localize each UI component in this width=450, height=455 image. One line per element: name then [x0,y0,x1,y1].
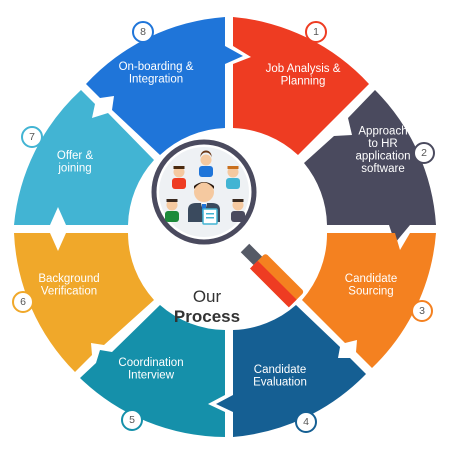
segment-candidate-sourcing [302,233,436,368]
segment-approach-hr-software [304,90,436,243]
step-label-8: On-boarding &Integration [119,61,194,86]
step-badge-5: 5 [121,409,143,431]
step-badge-circle [121,409,143,431]
step-badge-2: 2 [413,142,435,164]
step-label-7-line: Offer & [57,150,94,162]
segment-background-verification [14,233,154,372]
step-badge-number: 8 [140,26,146,38]
step-label-1-line: Job Analysis & [266,63,341,75]
step-label-1: Job Analysis &Planning [266,63,341,88]
step-label-1-line: Planning [281,75,326,87]
segment-onboarding-integration [86,17,243,155]
step-badge-circle [132,21,154,43]
step-badge-number: 5 [129,414,135,426]
step-badge-number: 3 [419,305,425,317]
step-badge-number: 2 [421,147,427,159]
step-label-7-line: joining [57,162,91,174]
step-label-6-line: Background [38,273,99,285]
step-badge-7: 7 [21,126,43,148]
step-badge-circle [21,126,43,148]
step-badge-circle [12,291,34,313]
step-label-5-line: Coordination [118,357,183,369]
step-label-7: Offer &joining [57,150,94,175]
step-label-3-line: Sourcing [348,285,393,297]
step-badge-6: 6 [12,291,34,313]
step-badge-circle [295,411,317,433]
step-badge-number: 4 [303,416,309,428]
step-badge-number: 1 [313,26,319,38]
step-badge-1: 1 [305,21,327,43]
step-label-3-line: Candidate [345,273,397,285]
segments-group [14,17,436,437]
step-badge-4: 4 [295,411,317,433]
step-badge-number: 7 [29,131,35,143]
step-label-2-line: to HR [368,138,397,150]
step-label-8-line: On-boarding & [119,61,194,73]
step-label-5-line: Interview [128,369,175,381]
segment-offer-joining [14,90,154,225]
segment-job-analysis [233,17,369,155]
step-badge-circle [305,21,327,43]
step-badge-8: 8 [132,21,154,43]
step-label-2-line: software [361,163,404,175]
center-title-line2: Process [174,307,240,326]
step-badge-circle [413,142,435,164]
team-people-icon [165,150,245,225]
step-label-4-line: Candidate [254,364,306,376]
step-badge-circle [411,300,433,322]
step-label-2-line: Approach [358,125,407,137]
step-badges: 1 2 3 4 5 6 7 8 [12,21,435,433]
segment-candidate-evaluation [216,305,366,437]
step-label-8-line: Integration [129,73,183,85]
step-label-4-line: Evaluation [253,376,307,388]
step-badge-3: 3 [411,300,433,322]
step-label-2-line: application [356,150,411,162]
center-title-line1: Our [193,287,222,306]
step-badge-number: 6 [20,296,26,308]
segment-coordination-interview [80,305,225,437]
step-label-6-line: Verification [41,285,97,297]
